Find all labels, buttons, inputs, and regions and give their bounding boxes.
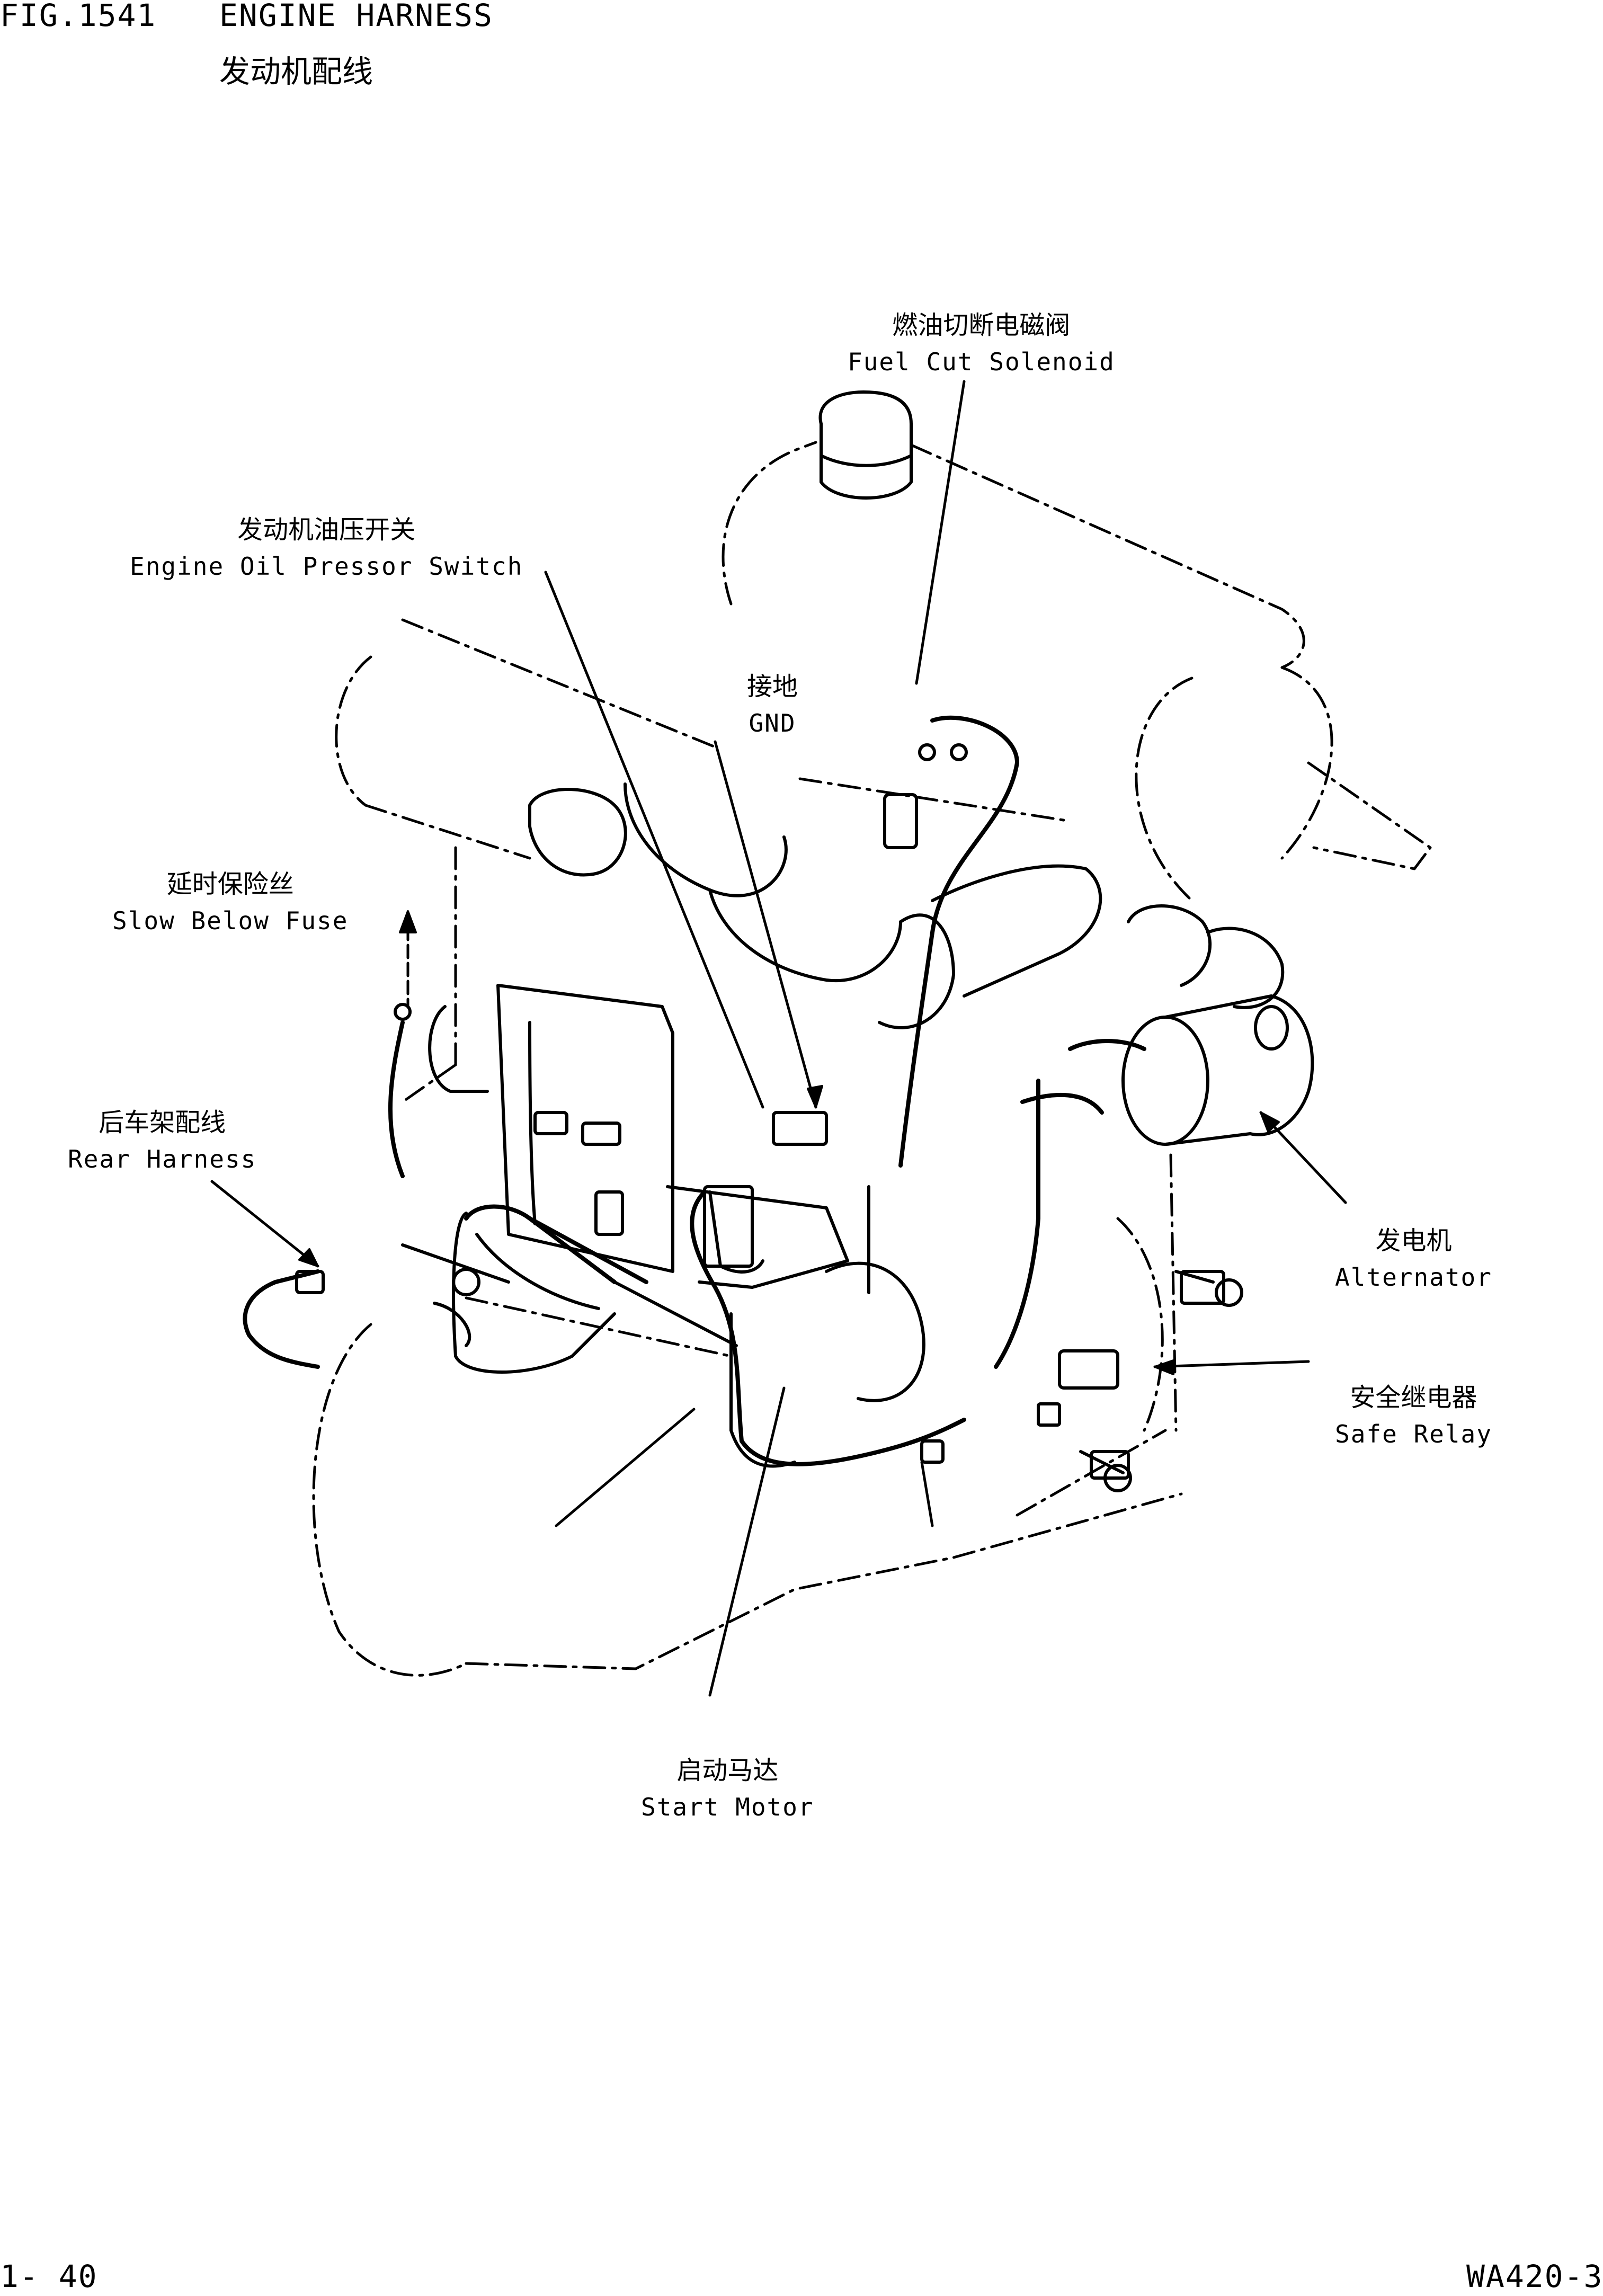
label-gnd-cn: 接地 (747, 672, 798, 701)
harness-wire (243, 715, 1146, 1466)
label-engine-oil-pressor-switch-en: Engine Oil Pressor Switch (130, 552, 523, 581)
alternator-body (1121, 994, 1314, 1146)
label-gnd: 接地 GND (747, 674, 798, 735)
label-start-motor-en: Start Motor (641, 1793, 814, 1821)
air-cleaner-outline (722, 441, 1432, 902)
label-engine-oil-pressor-switch-cn: 发动机油压开关 (237, 515, 416, 545)
page-number: 1- 40 (0, 2258, 98, 2294)
label-slow-below-fuse-en: Slow Below Fuse (112, 906, 349, 935)
label-engine-oil-pressor-switch: 发动机油压开关 Engine Oil Pressor Switch (130, 517, 523, 579)
label-slow-below-fuse-cn: 延时保险丝 (166, 869, 294, 899)
label-alternator-en: Alternator (1335, 1263, 1492, 1292)
figure-title: ENGINE HARNESS (219, 0, 493, 33)
flywheel-housing (312, 1153, 1183, 1677)
label-rear-harness-en: Rear Harness (68, 1145, 257, 1173)
label-fuel-cut-solenoid: 燃油切断电磁阀 Fuel Cut Solenoid (848, 313, 1115, 374)
engine-block (428, 782, 1285, 1468)
mounting-bolts (1079, 1270, 1243, 1492)
model-code: WA420-3 (1466, 2258, 1603, 2294)
label-rear-harness-cn: 后车架配线 (99, 1108, 226, 1137)
solenoid-cap (818, 390, 913, 500)
muffler-outline (335, 618, 1072, 1103)
leader-lines (210, 380, 1347, 1697)
label-alternator-cn: 发电机 (1375, 1226, 1452, 1256)
label-safe-relay: 安全继电器 Safe Relay (1335, 1385, 1492, 1446)
label-slow-below-fuse: 延时保险丝 Slow Below Fuse (112, 871, 348, 933)
label-fuel-cut-solenoid-cn: 燃油切断电磁阀 (892, 310, 1071, 340)
label-safe-relay-cn: 安全继电器 (1350, 1383, 1477, 1412)
figure-title-chinese: 发动机配线 (219, 54, 373, 90)
figure-number: FIG.1541 (0, 0, 157, 33)
label-safe-relay-en: Safe Relay (1335, 1420, 1492, 1448)
leader-arrowheads (298, 910, 1280, 1375)
label-alternator: 发电机 Alternator (1335, 1228, 1492, 1289)
label-start-motor-cn: 启动马达 (676, 1756, 779, 1785)
label-fuel-cut-solenoid-en: Fuel Cut Solenoid (848, 348, 1115, 376)
label-gnd-en: GND (749, 709, 796, 737)
harness-connectors (295, 743, 1225, 1480)
frame-base (401, 1212, 738, 1374)
label-start-motor: 启动马达 Start Motor (641, 1758, 814, 1819)
label-rear-harness: 后车架配线 Rear Harness (68, 1110, 256, 1171)
